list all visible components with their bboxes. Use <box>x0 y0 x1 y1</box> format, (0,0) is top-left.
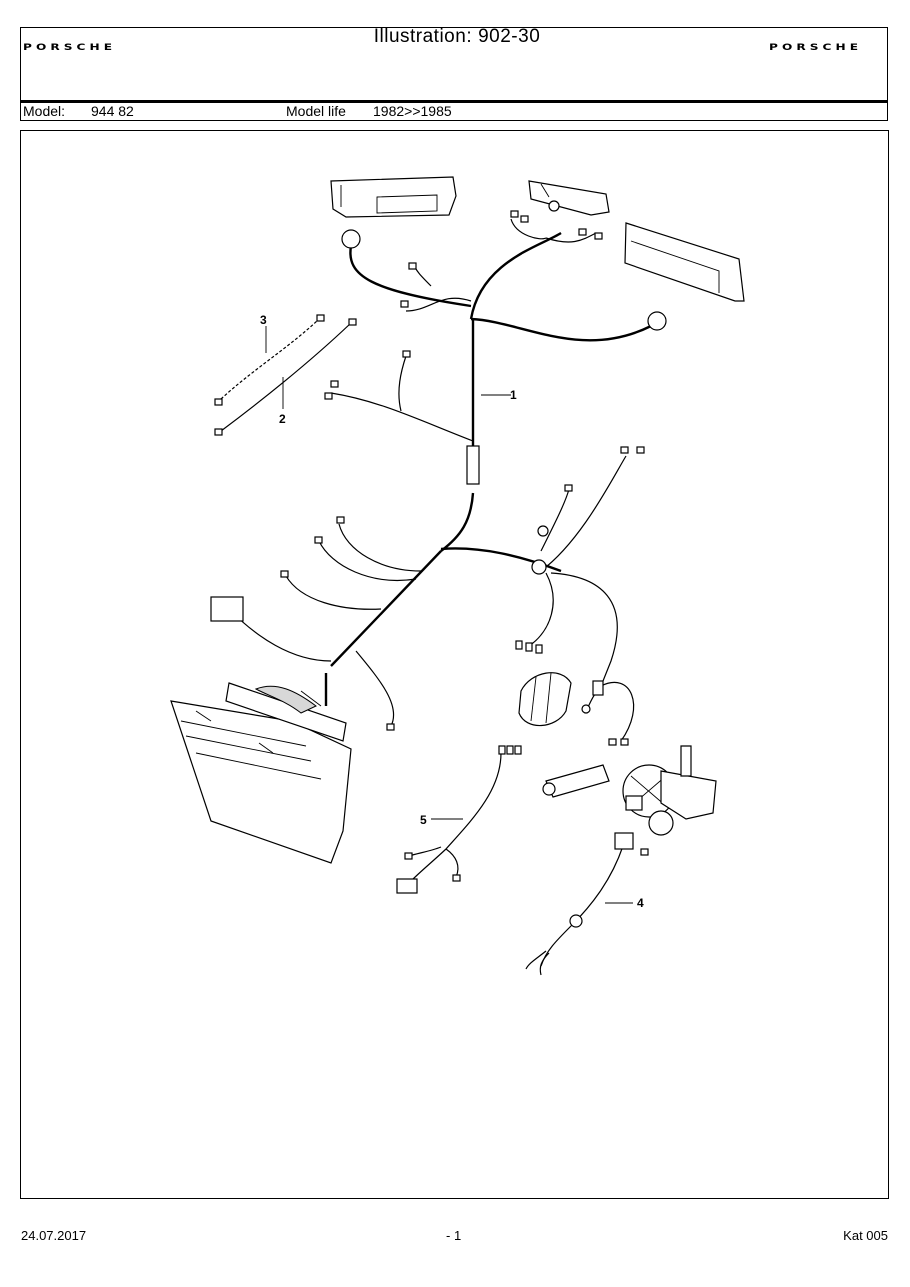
brand-logo-right: PORSCHE <box>769 43 863 53</box>
illustration-title: Illustration:902-30 <box>21 26 887 48</box>
model-row: Model: 944 82 Model life 1982>>1985 <box>21 103 887 120</box>
parts-illustration: 1 2 3 4 5 <box>20 130 889 1199</box>
header-divider <box>21 100 887 103</box>
harness-upper <box>324 210 667 485</box>
harness-part-4 <box>525 832 649 976</box>
ignition-coil <box>518 672 591 727</box>
fuse-relay-board <box>170 682 352 864</box>
callout-4: 4 <box>637 896 644 910</box>
model-life-value: 1982>>1985 <box>373 103 452 119</box>
speed-sensor <box>542 764 610 798</box>
header: PORSCHE Illustration:902-30 PORSCHE Mode… <box>20 26 888 121</box>
model-label: Model: <box>23 103 66 119</box>
model-value: 944 82 <box>91 103 134 119</box>
footer-catalog: Kat 005 <box>843 1228 888 1243</box>
callout-2: 2 <box>279 412 286 426</box>
title-value: 902-30 <box>478 26 541 47</box>
title-label: Illustration: <box>373 26 473 47</box>
license-plate-light <box>528 180 610 216</box>
callout-3: 3 <box>260 313 267 327</box>
wiring-harness-drawing: 1 2 3 4 5 <box>170 176 745 976</box>
callout-5: 5 <box>420 813 427 827</box>
right-tail-light <box>624 222 745 302</box>
wiper-motor <box>622 745 717 836</box>
model-life-label: Model life <box>286 103 346 119</box>
harness-lower <box>210 446 645 746</box>
callout-1: 1 <box>510 388 517 402</box>
footer-page-number: - 1 <box>446 1228 462 1243</box>
cable-part-2-3 <box>214 314 357 436</box>
harness-part-5 <box>396 745 522 894</box>
brand-logo-left: PORSCHE <box>23 43 117 53</box>
left-tail-light <box>330 176 457 218</box>
footer-date: 24.07.2017 <box>21 1228 87 1243</box>
